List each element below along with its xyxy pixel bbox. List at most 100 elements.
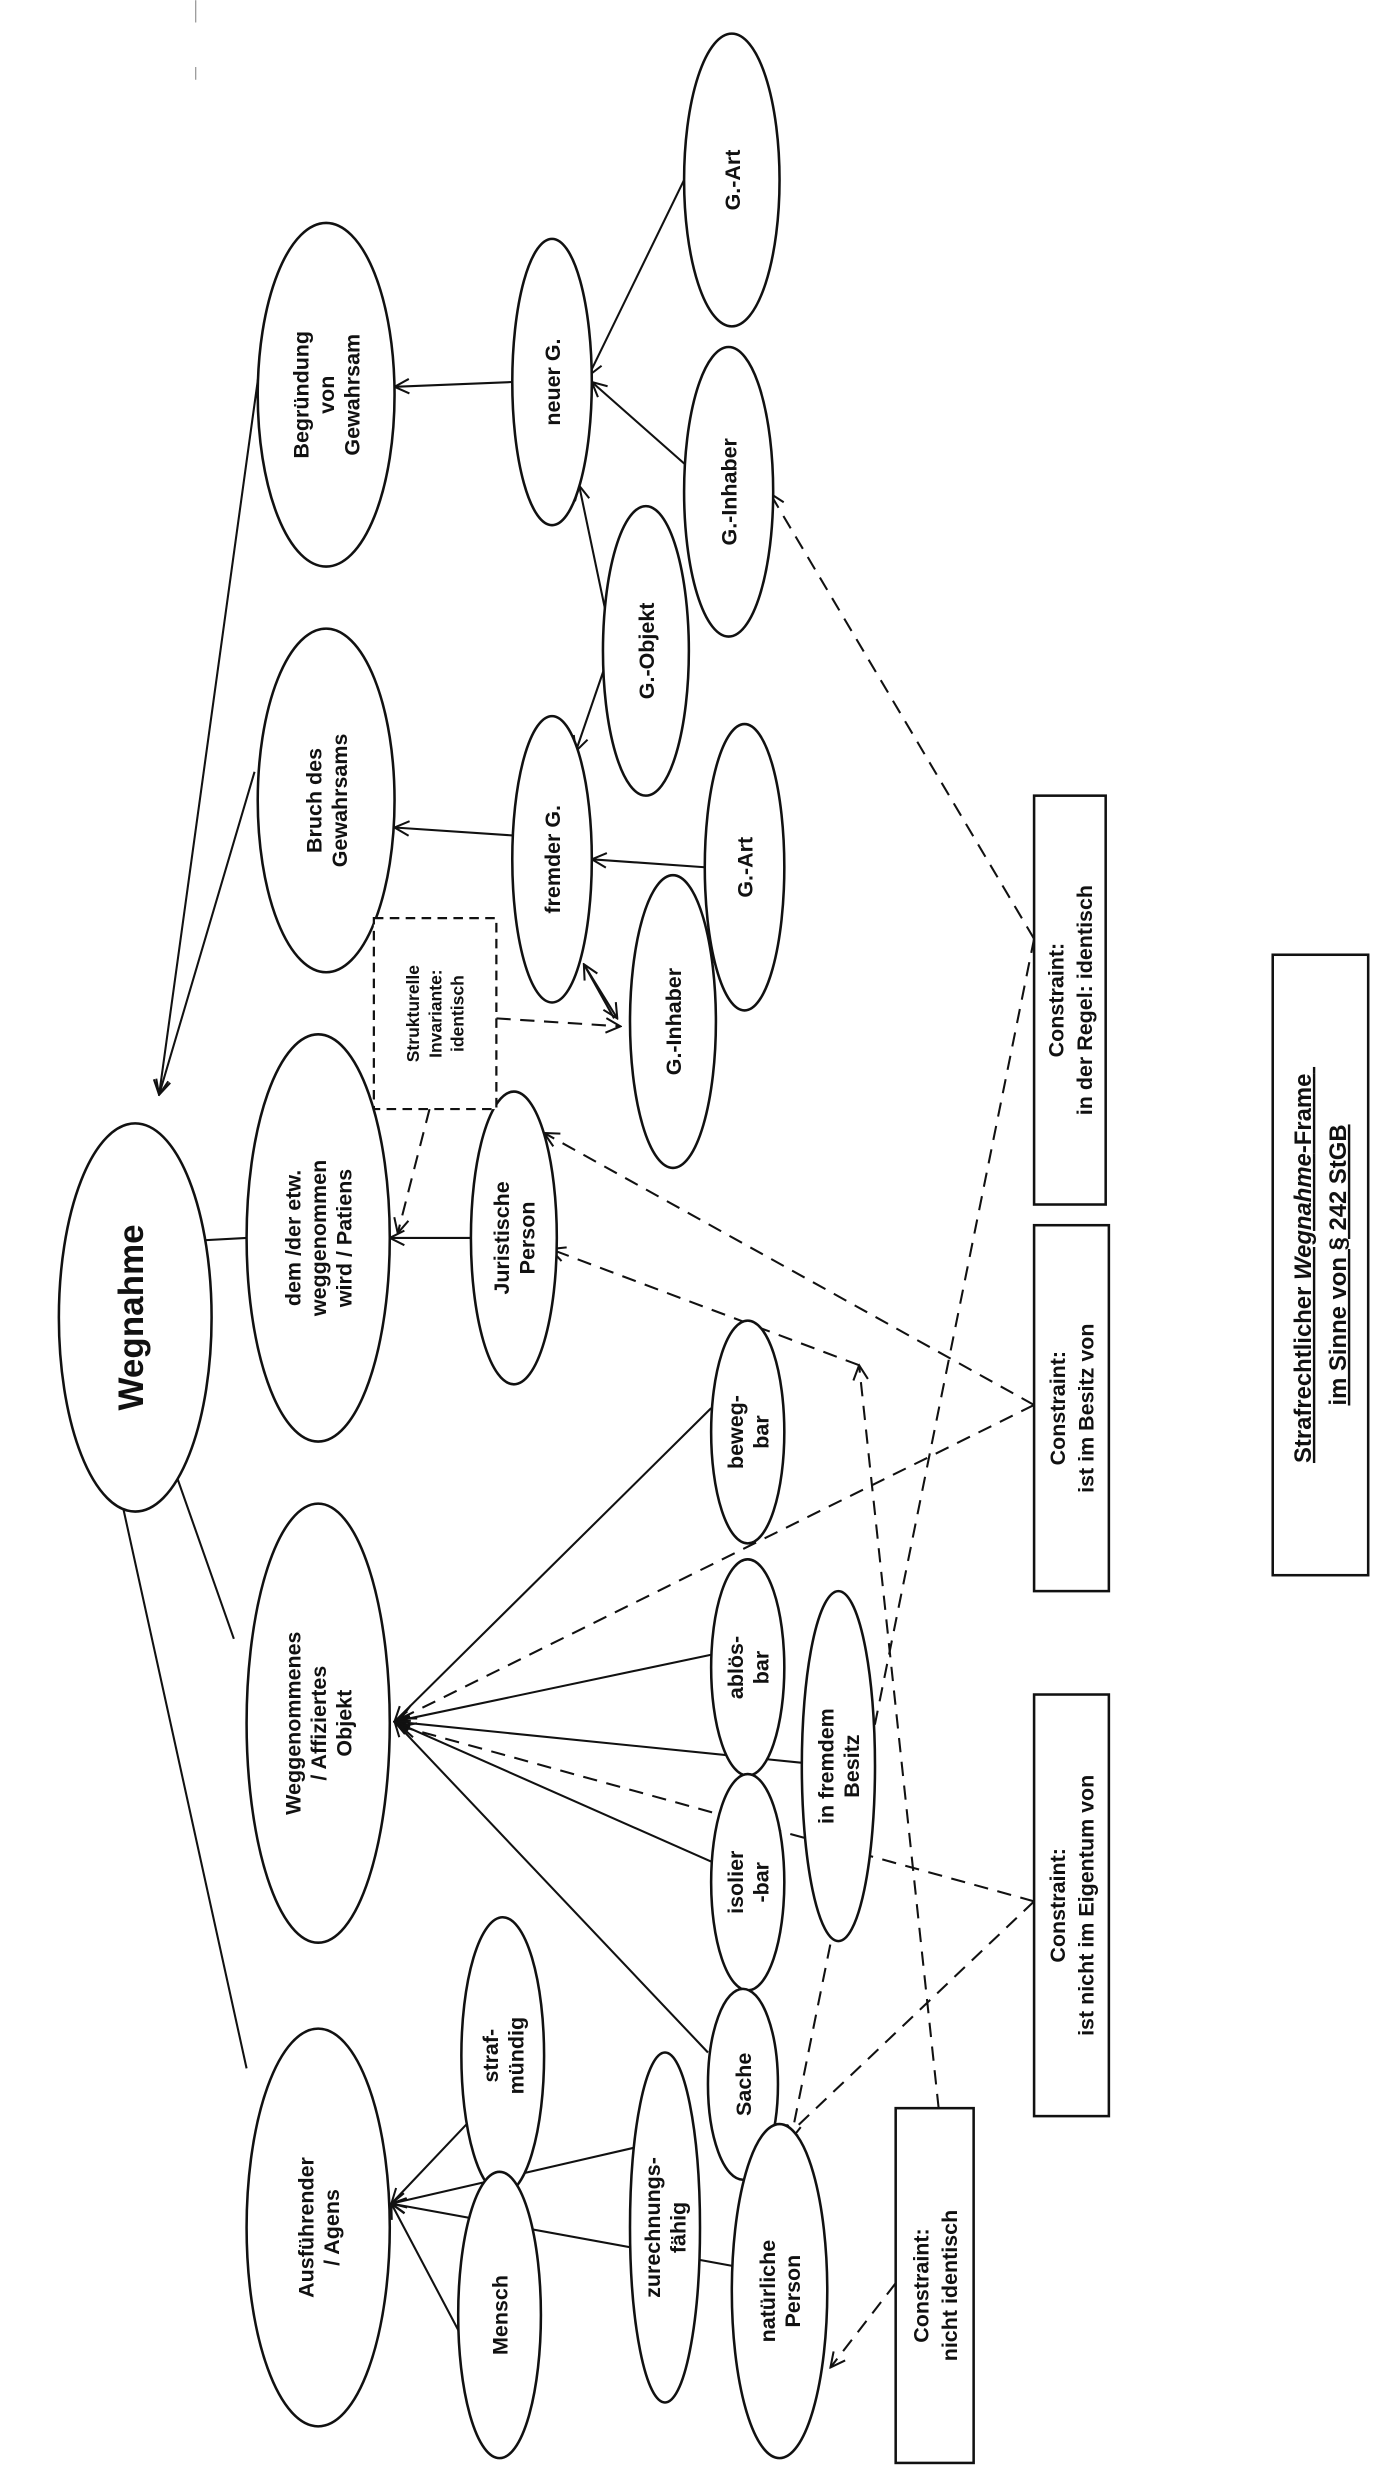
- node-bewegbar: beweg-bar: [709, 1319, 786, 1545]
- dashed-relation-arrow: [783, 1900, 1035, 2140]
- node-begruendung: BegründungvonGewahrsam: [256, 221, 396, 568]
- box-shape: [1032, 794, 1107, 1206]
- ellipse-shape: [456, 2170, 543, 2460]
- box-shape: [894, 2106, 975, 2465]
- relation-arrow: [592, 859, 705, 867]
- node-zurechnungsfaehig: zurechnungs-fähig: [628, 2051, 702, 2404]
- relation-arrow: [391, 2112, 479, 2204]
- isolierbar-label: isolier-bar: [724, 1850, 773, 1914]
- node-g-inhaber-2: G.-Inhaber: [628, 873, 718, 1170]
- bruch-label: Bruch desGewahrsams: [302, 734, 351, 868]
- g-art-1-label: G.-Art: [721, 150, 745, 211]
- node-objekt: Weggenommenes/ AffiziertesObjekt: [245, 1502, 392, 1944]
- fremder-g-label: fremder G.: [541, 805, 565, 914]
- agens-label: Ausführender/ Agens: [294, 2156, 343, 2297]
- objekt-label: Weggenommenes/ AffiziertesObjekt: [282, 1631, 357, 1814]
- patiens-label: dem /der etw.weggenommenwird / Patiens: [282, 1160, 357, 1317]
- node-wegnahme: Wegnahme: [57, 1122, 213, 1513]
- relation-arrow: [582, 963, 617, 1018]
- ellipse-shape: [682, 32, 781, 328]
- node-fremdem-besitz: in fremdemBesitz: [800, 1589, 877, 1943]
- zurechnungsfaehig-label: zurechnungs-fähig: [641, 2157, 690, 2298]
- dashed-relation-arrow: [859, 1365, 940, 2109]
- relation-arrow: [395, 1722, 709, 2054]
- ellipse-shape: [245, 1033, 392, 1443]
- relation-arrow: [395, 1407, 712, 1721]
- relation-arrow: [391, 2204, 466, 2343]
- ellipse-shape: [628, 873, 718, 1170]
- dashed-relation-arrow: [791, 938, 1036, 2140]
- ellipse-shape: [703, 722, 786, 1012]
- relation-arrow: [395, 1722, 712, 1863]
- g-objekt-label: G.-Objekt: [635, 603, 659, 700]
- ellipse-shape: [510, 237, 594, 527]
- constraint-besitz-label: Constraint:ist im Besitz von: [1046, 1323, 1099, 1492]
- constraint-eigentum-label: Constraint:ist nicht im Eigentum von: [1046, 1775, 1099, 2036]
- node-sache: Sache: [706, 1987, 780, 2182]
- begruendung-label: BegründungvonGewahrsam: [290, 331, 365, 459]
- abloesbar-label: ablös-bar: [724, 1636, 773, 1699]
- ellipse-shape: [256, 627, 396, 974]
- relation-arrow: [159, 369, 261, 1094]
- node-mensch: Mensch: [456, 2170, 543, 2460]
- strafmuendig-label: straf-mündig: [479, 2017, 528, 2095]
- g-art-2-label: G.-Art: [734, 837, 758, 898]
- relation-arrow: [592, 382, 701, 479]
- ellipse-shape: [245, 1502, 392, 1944]
- node-juristische-person: JuristischePerson: [469, 1090, 559, 1386]
- bewegbar-label: beweg-bar: [724, 1395, 773, 1469]
- ellipse-shape: [709, 1319, 786, 1545]
- dashed-relation-arrow: [496, 1018, 620, 1026]
- ellipse-shape: [601, 504, 691, 797]
- node-fremder-g: fremder G.: [510, 714, 594, 1004]
- ellipse-shape: [256, 221, 396, 568]
- ellipse-shape: [800, 1589, 877, 1943]
- node-g-art-1: G.-Art: [682, 32, 781, 328]
- constraint-nicht-identisch-label: Constraint:nicht identisch: [909, 2210, 962, 2362]
- node-agens: Ausführender/ Agens: [245, 2027, 392, 2428]
- node-g-objekt: G.-Objekt: [601, 504, 691, 797]
- relation-arrow: [395, 382, 513, 387]
- title-box: [1271, 953, 1370, 1577]
- sache-label: Sache: [732, 2053, 756, 2116]
- node-g-art-2: G.-Art: [703, 722, 786, 1012]
- box-constraint-nicht-identisch: Constraint:nicht identisch: [894, 2106, 975, 2465]
- mensch-label: Mensch: [488, 2275, 512, 2355]
- box-constraint-besitz: Constraint:ist im Besitz von: [1032, 1223, 1111, 1593]
- fremdem-besitz-label: in fremdemBesitz: [815, 1708, 864, 1824]
- node-isolierbar: isolier-bar: [709, 1772, 786, 1992]
- box-shape: [372, 917, 498, 1111]
- juristische-person-label: JuristischePerson: [490, 1181, 539, 1294]
- g-inhaber-2-label: G.-Inhaber: [662, 967, 686, 1075]
- dashed-relation-arrow: [401, 1726, 1035, 1903]
- box-constraint-regel-identisch: Constraint:in der Regel: identisch: [1032, 794, 1107, 1206]
- svg-text:Strafrechtlicher Wegnahme-Fram: Strafrechtlicher Wegnahme-Frame im Sinne…: [1290, 1067, 1352, 1463]
- dashed-relation-arrow: [398, 1108, 431, 1233]
- relation-arrow: [159, 771, 256, 1095]
- node-neuer-g: neuer G.: [510, 237, 594, 527]
- node-patiens: dem /der etw.weggenommenwird / Patiens: [245, 1033, 392, 1443]
- node-g-inhaber-1: G.-Inhaber: [682, 345, 775, 638]
- constraint-regel-identisch-label: Constraint:in der Regel: identisch: [1045, 885, 1098, 1115]
- relation-arrow: [395, 1653, 712, 1722]
- ellipse-shape: [57, 1122, 213, 1513]
- title-line-2: im Sinne von § 242 StGB: [1325, 1124, 1352, 1405]
- ellipse-shape: [245, 2027, 392, 2428]
- box-shape: [1032, 1693, 1111, 2118]
- ellipse-shape: [510, 714, 594, 1004]
- dashed-relation-arrow: [544, 1133, 1035, 1406]
- ellipse-shape: [682, 345, 775, 638]
- neuer-g-label: neuer G.: [541, 338, 565, 425]
- box-shape: [1032, 1223, 1111, 1593]
- wegnahme-label: Wegnahme: [112, 1224, 151, 1410]
- node-strafmuendig: straf-mündig: [460, 1915, 546, 2196]
- node-bruch: Bruch desGewahrsams: [256, 627, 396, 974]
- node-natuerliche-person: natürlichePerson: [730, 2122, 829, 2460]
- dashed-relation-arrow: [830, 2282, 897, 2367]
- natuerliche-person-label: natürlichePerson: [756, 2240, 805, 2343]
- ellipse-shape: [730, 2122, 829, 2460]
- relation-arrow: [108, 1440, 248, 2069]
